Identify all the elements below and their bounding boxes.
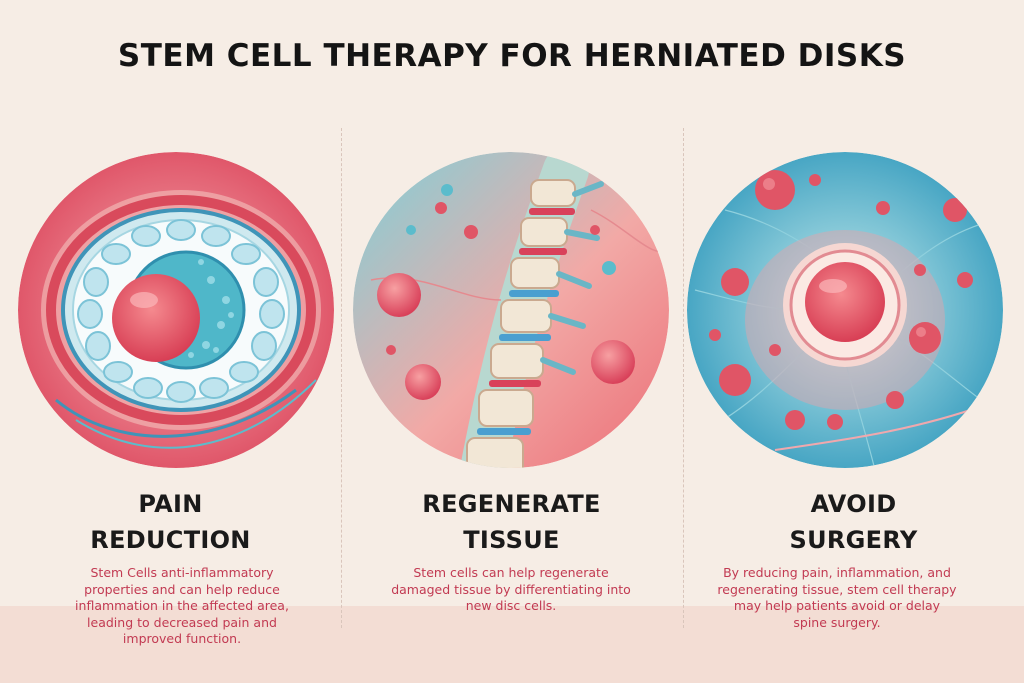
panel-description: By reducing pain, inflammation, and rege… bbox=[717, 565, 957, 630]
heading-line: TISSUE bbox=[463, 526, 560, 554]
heading-line: REGENERATE bbox=[422, 490, 601, 518]
panel-heading: PAIN REDUCTION bbox=[0, 486, 341, 558]
heading-line: AVOID bbox=[810, 490, 897, 518]
panel-heading: AVOID SURGERY bbox=[683, 486, 1024, 558]
panel-heading: REGENERATE TISSUE bbox=[341, 486, 682, 558]
stem-cell-cross-section-icon bbox=[18, 152, 334, 468]
stem-cell-network-icon bbox=[687, 152, 1003, 468]
bottom-band bbox=[0, 606, 1024, 683]
heading-line: PAIN bbox=[138, 490, 203, 518]
panel-pain-reduction: PAIN REDUCTION Stem Cells anti-inflammat… bbox=[0, 150, 341, 670]
heading-line: SURGERY bbox=[789, 526, 918, 554]
page-title: STEM CELL THERAPY FOR HERNIATED DISKS bbox=[117, 38, 907, 74]
panel-description: Stem Cells anti-inflammatory properties … bbox=[75, 565, 289, 646]
panel-avoid-surgery: AVOID SURGERY By reducing pain, inflamma… bbox=[683, 150, 1024, 670]
heading-line: REDUCTION bbox=[90, 526, 251, 554]
spine-vertebrae-icon bbox=[353, 152, 669, 468]
panel-description: Stem cells can help regenerate damaged t… bbox=[391, 565, 631, 613]
panel-regenerate-tissue: REGENERATE TISSUE Stem cells can help re… bbox=[341, 150, 682, 670]
column-divider bbox=[341, 128, 342, 628]
column-divider bbox=[683, 128, 684, 628]
